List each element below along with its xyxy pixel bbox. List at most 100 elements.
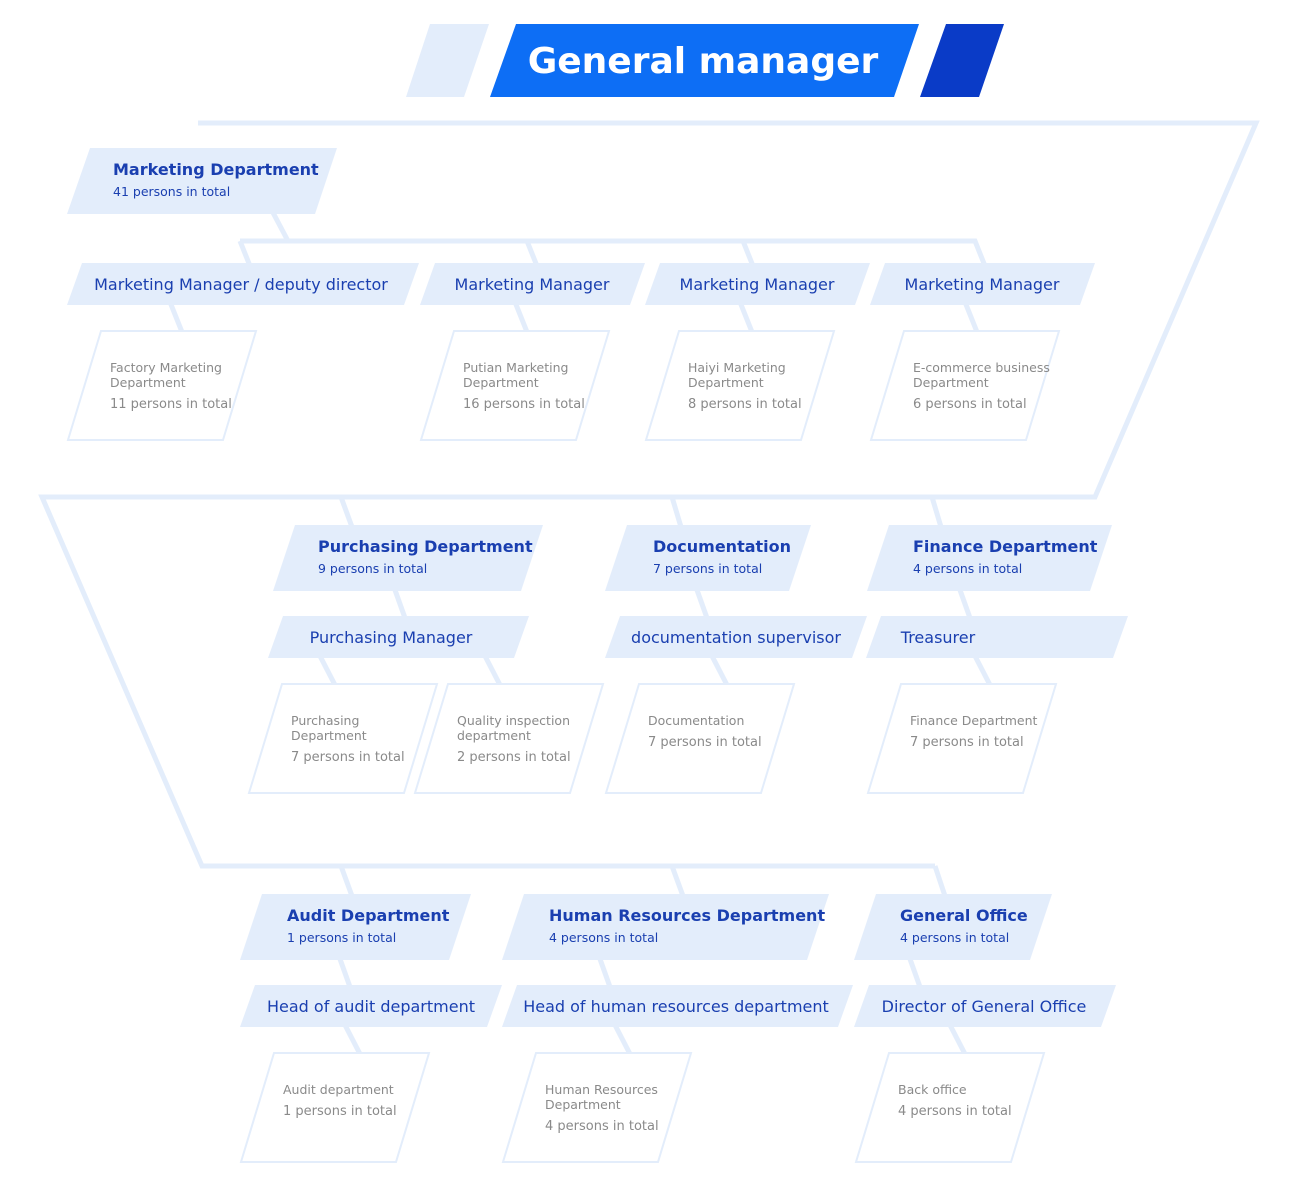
role-head-of-hr: Head of human resources department [502, 985, 853, 1027]
role-box [645, 263, 870, 305]
connector [947, 1023, 968, 1056]
unit-name: Putian Marketing [463, 360, 568, 375]
dept-finance: Finance Department 4 persons in total [867, 525, 1112, 591]
unit-box [866, 683, 1058, 794]
general-manager-header: General manager [406, 24, 1004, 97]
connector [237, 240, 253, 267]
dept-count: 4 persons in total [913, 561, 1022, 576]
dept-documentation: Documentation 7 persons in total [605, 525, 811, 591]
unit-name: Department [463, 375, 539, 390]
connector [524, 240, 540, 267]
connector [338, 865, 355, 897]
unit-name: Department [688, 375, 764, 390]
unit-factory-marketing: Factory Marketing Department 11 persons … [66, 330, 258, 441]
role-box [67, 263, 419, 305]
unit-name: Department [545, 1097, 621, 1112]
role-label: Head of human resources department [523, 997, 829, 1016]
unit-box [413, 683, 605, 794]
unit-quality-inspection: Quality inspection department 2 persons … [413, 683, 605, 794]
dept-count: 41 persons in total [113, 184, 230, 199]
role-box [854, 985, 1116, 1027]
dept-box [605, 525, 811, 591]
connector [929, 496, 944, 528]
dept-general-office: General Office 4 persons in total [854, 894, 1052, 960]
role-label: Director of General Office [882, 997, 1087, 1016]
dept-count: 9 persons in total [318, 561, 427, 576]
dept-name: Purchasing Department [318, 537, 533, 556]
unit-box [869, 330, 1061, 441]
unit-count: 7 persons in total [648, 735, 762, 750]
dept-audit: Audit Department 1 persons in total [240, 894, 471, 960]
role-marketing-manager-ecommerce: Marketing Manager [870, 263, 1095, 305]
unit-name: Finance Department [910, 713, 1038, 728]
unit-name: Department [110, 375, 186, 390]
unit-box [854, 1052, 1046, 1163]
unit-purchasing: Purchasing Department 7 persons in total [247, 683, 439, 794]
unit-box [239, 1052, 431, 1163]
dept-count: 7 persons in total [653, 561, 762, 576]
role-head-of-audit: Head of audit department [240, 985, 502, 1027]
unit-count: 8 persons in total [688, 397, 802, 412]
role-label: Marketing Manager / deputy director [94, 275, 388, 294]
unit-box [644, 330, 836, 441]
connector [240, 238, 988, 267]
connector [669, 865, 686, 897]
role-label: Treasurer [900, 628, 976, 647]
page-title: General manager [528, 41, 879, 82]
unit-box [604, 683, 796, 794]
unit-name: Quality inspection [457, 713, 570, 728]
unit-audit: Audit department 1 persons in total [239, 1052, 431, 1163]
header-accent-dark [920, 24, 1004, 97]
dept-human-resources: Human Resources Department 4 persons in … [502, 894, 829, 960]
role-marketing-deputy-director: Marketing Manager / deputy director [67, 263, 419, 305]
connector [907, 958, 923, 988]
connector [709, 654, 730, 687]
connector [737, 301, 755, 333]
connector [972, 654, 993, 687]
unit-count: 4 persons in total [898, 1104, 1012, 1119]
header-accent-light [406, 24, 489, 97]
connector [597, 958, 613, 988]
dept-box [273, 525, 543, 591]
unit-box [501, 1052, 693, 1163]
dept-name: General Office [900, 906, 1028, 925]
unit-back-office: Back office 4 persons in total [854, 1052, 1046, 1163]
role-documentation-supervisor: documentation supervisor [605, 616, 867, 658]
role-box [605, 616, 867, 658]
unit-name: Human Resources [545, 1082, 658, 1097]
unit-documentation: Documentation 7 persons in total [604, 683, 796, 794]
unit-finance: Finance Department 7 persons in total [866, 683, 1058, 794]
unit-name: Back office [898, 1082, 967, 1097]
unit-name: Department [913, 375, 989, 390]
dept-count: 4 persons in total [549, 930, 658, 945]
connector [932, 865, 948, 897]
role-label: documentation supervisor [631, 628, 841, 647]
connector [338, 496, 355, 528]
role-marketing-manager-putian: Marketing Manager [420, 263, 645, 305]
connector [669, 496, 684, 528]
unit-human-resources: Human Resources Department 4 persons in … [501, 1052, 693, 1163]
role-box [268, 616, 529, 658]
dept-name: Human Resources Department [549, 906, 825, 925]
role-label: Marketing Manager [455, 275, 610, 294]
role-box [420, 263, 645, 305]
role-label: Marketing Manager [680, 275, 835, 294]
role-label: Head of audit department [267, 997, 475, 1016]
role-purchasing-manager: Purchasing Manager [268, 616, 529, 658]
dept-count: 1 persons in total [287, 930, 396, 945]
unit-count: 6 persons in total [913, 397, 1027, 412]
connector [740, 240, 756, 267]
connector [392, 589, 408, 619]
dept-purchasing: Purchasing Department 9 persons in total [273, 525, 543, 591]
role-marketing-manager-haiyi: Marketing Manager [645, 263, 870, 305]
dept-box [867, 525, 1112, 591]
unit-haiyi-marketing: Haiyi Marketing Department 8 persons in … [644, 330, 836, 441]
unit-count: 2 persons in total [457, 750, 571, 765]
connector [694, 589, 710, 619]
role-label: Purchasing Manager [310, 628, 473, 647]
role-treasurer: Treasurer [866, 616, 1128, 658]
role-box [870, 263, 1095, 305]
dept-box [240, 894, 471, 960]
role-box [502, 985, 853, 1027]
